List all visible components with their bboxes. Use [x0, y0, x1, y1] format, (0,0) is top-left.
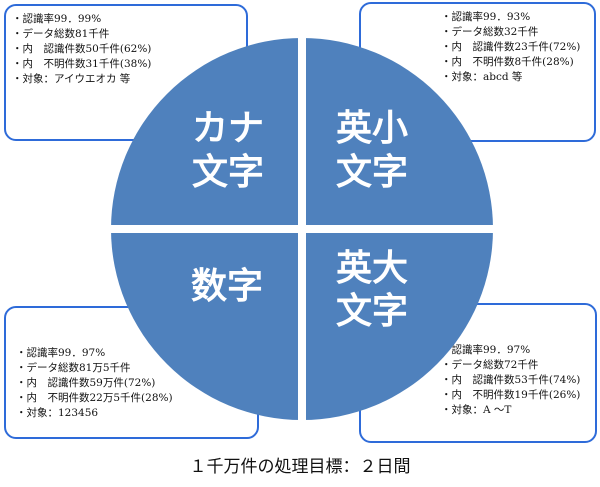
kana-total-count: データ総数81千件 — [12, 27, 246, 42]
quadrant-numbers-label: 数字 — [191, 266, 263, 307]
uppercase-recognition-rate: 認識率99．97% — [441, 343, 595, 358]
numbers-unknown-count: 内 不明件数22万5千件(28%) — [16, 391, 257, 406]
numbers-recognition-rate: 認識率99．97% — [16, 346, 257, 361]
kana-recognized-count: 内 認識件数50千件(62%) — [12, 42, 246, 57]
lowercase-recognition-rate: 認識率99．93% — [441, 10, 594, 25]
uppercase-total-count: データ総数72千件 — [441, 358, 595, 373]
quadrant-lowercase-line1: 英小 — [336, 108, 408, 149]
lowercase-total-count: データ総数32千件 — [441, 25, 594, 40]
vertical-divider — [298, 32, 306, 427]
lowercase-unknown-count: 内 不明件数8千件(28%) — [441, 55, 594, 70]
quadrant-kana-line1: カナ — [192, 108, 264, 149]
kana-target: 対象：アイウエオカ 等 — [12, 72, 246, 87]
uppercase-unknown-count: 内 不明件数19千件(26%) — [441, 388, 595, 403]
processing-target-caption: １千万件の処理目標：２日間 — [189, 457, 411, 477]
kana-unknown-count: 内 不明件数31千件(38%) — [12, 57, 246, 72]
kana-recognition-rate: 認識率99．99% — [12, 12, 246, 27]
uppercase-target: 対象：A ～T — [441, 403, 595, 418]
numbers-total-count: データ総数81万5千件 — [16, 361, 257, 376]
quadrant-lowercase-line2: 文字 — [336, 152, 408, 193]
quadrant-uppercase-line2: 文字 — [336, 291, 408, 332]
uppercase-recognized-count: 内 認識件数53千件(74%) — [441, 373, 595, 388]
lowercase-target: 対象：abcd 等 — [441, 70, 594, 85]
quadrant-uppercase-line1: 英大 — [336, 248, 408, 289]
numbers-target: 対象：123456 — [16, 406, 257, 421]
numbers-recognized-count: 内 認識件数59万件(72%) — [16, 376, 257, 391]
lowercase-recognized-count: 内 認識件数23千件(72%) — [441, 40, 594, 55]
quadrant-kana-line2: 文字 — [192, 152, 264, 193]
